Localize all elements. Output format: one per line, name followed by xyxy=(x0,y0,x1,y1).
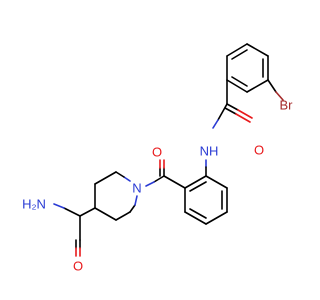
bond xyxy=(153,175,165,183)
bond xyxy=(226,103,239,111)
bond xyxy=(115,171,125,178)
bond xyxy=(94,171,117,185)
bond xyxy=(235,113,251,123)
bond xyxy=(134,195,138,206)
piperidine-ring xyxy=(94,171,138,221)
bond xyxy=(224,107,237,115)
molecule-canvas: Br O NH xyxy=(22,43,294,274)
bond xyxy=(184,175,207,189)
bond xyxy=(184,211,207,225)
bromine-atom-label: Br xyxy=(280,98,294,113)
bond xyxy=(217,103,228,121)
bond xyxy=(226,79,248,93)
amide-nh-label: NH xyxy=(200,144,219,159)
bond xyxy=(163,175,186,189)
bond xyxy=(145,181,155,187)
bond xyxy=(63,207,81,217)
bond xyxy=(231,49,248,60)
bond xyxy=(115,211,131,221)
bond xyxy=(231,76,248,87)
carboxamide-oxygen-label: O xyxy=(73,259,83,274)
oxygen-atom-label: O xyxy=(254,143,264,158)
bond xyxy=(246,79,269,93)
bond xyxy=(129,204,136,213)
bond xyxy=(53,203,65,209)
bond xyxy=(237,109,253,119)
structure-diagram: Br O NH xyxy=(22,43,294,274)
amine-nh2-label: H₂N xyxy=(22,197,46,212)
bond xyxy=(226,43,248,57)
bond xyxy=(123,176,131,182)
piperidine-nitrogen-label: N xyxy=(132,181,141,196)
lower-benzene-ring xyxy=(184,175,228,225)
top-benzene-ring xyxy=(226,43,269,93)
bond xyxy=(267,79,277,93)
bond xyxy=(246,43,269,57)
bond xyxy=(189,208,207,219)
ketone-oxygen-label: O xyxy=(152,145,162,160)
bond xyxy=(205,175,228,189)
bond xyxy=(205,211,228,225)
bond xyxy=(189,181,207,192)
bond xyxy=(79,207,96,217)
bond xyxy=(212,119,219,129)
bond xyxy=(94,207,117,221)
bond xyxy=(275,91,284,101)
